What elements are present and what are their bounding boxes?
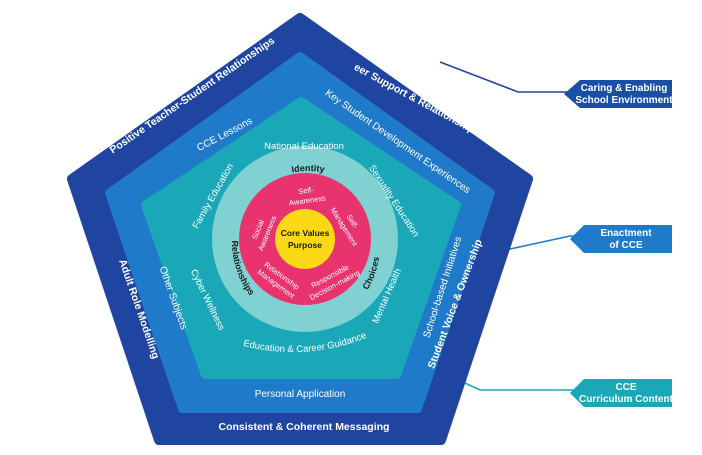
core-purpose-label: Purpose — [288, 240, 322, 250]
callout-enactment-line1: Enactment — [600, 228, 652, 239]
callout-enactment: Enactment of CCE — [570, 225, 672, 253]
callout-environment: Caring & Enabling School Environment — [564, 80, 673, 108]
callout-curriculum-line2: Curriculum Content — [579, 394, 674, 405]
callout-environment-line1: Caring & Enabling — [581, 83, 668, 94]
callout-enactment-line2: of CCE — [609, 240, 643, 251]
self-awareness-line1: Self- — [298, 185, 315, 196]
callout-curriculum-box — [570, 379, 672, 407]
callout-environment-box — [564, 80, 672, 108]
middle-label-personal-application: Personal Application — [255, 389, 346, 400]
callout-environment-line2: School Environment — [575, 95, 673, 106]
inner-label-national-education: National Education — [264, 141, 344, 152]
outer-label-messaging: Consistent & Coherent Messaging — [219, 421, 390, 433]
callout-curriculum: CCE Curriculum Content — [570, 379, 674, 407]
core-values-label: Core Values — [281, 228, 330, 238]
connector-environment — [439, 61, 580, 93]
callout-enactment-box — [570, 225, 672, 253]
callout-curriculum-line1: CCE — [615, 382, 636, 393]
ring-label-identity: Identity — [291, 163, 326, 175]
core-circle — [275, 209, 335, 269]
svg-text:Identity: Identity — [291, 163, 326, 175]
